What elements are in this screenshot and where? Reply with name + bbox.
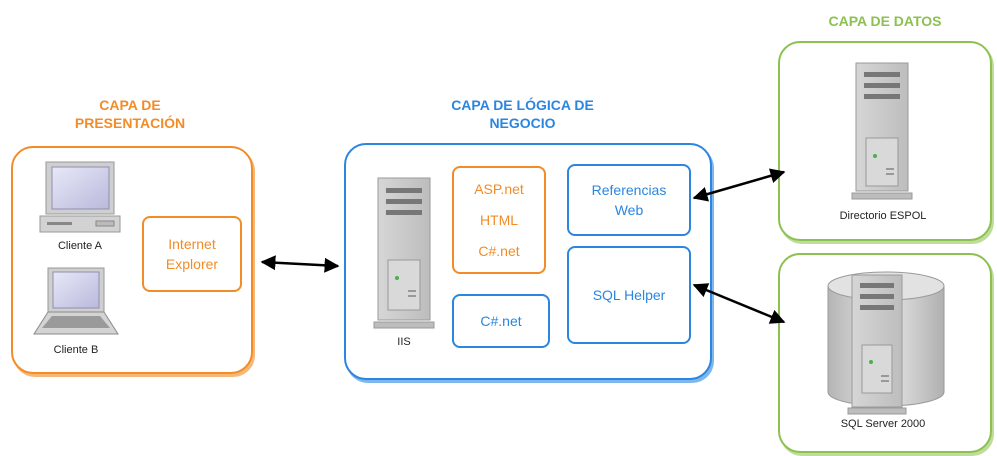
data-layer-title: CAPA DE DATOS <box>828 13 942 29</box>
desktop-computer-icon <box>39 161 121 233</box>
business-title-line1: CAPA DE LÓGICA DE <box>451 97 594 113</box>
directory-server-icon <box>851 62 913 200</box>
tech-stack-box: ASP.net HTML C#.net <box>452 166 546 274</box>
tech-item-csharp: C#.net <box>478 242 520 259</box>
business-layer-title: CAPA DE LÓGICA DE NEGOCIO <box>400 96 645 132</box>
directory-espol-label: Directorio ESPOL <box>839 210 927 222</box>
tech-item-html: HTML <box>479 211 519 228</box>
csharp-label: C#.net <box>480 313 522 329</box>
iis-server-icon <box>373 177 435 329</box>
tech-item-aspnet: ASP.net <box>474 181 524 198</box>
presentation-business-arrow <box>260 255 340 273</box>
business-title-line2: NEGOCIO <box>489 115 556 131</box>
web-references-line2: Web <box>614 202 644 218</box>
sqlhelper-database-arrow <box>692 283 786 324</box>
client-b-label: Cliente B <box>53 344 99 356</box>
presentation-layer-title: CAPA DE PRESENTACIÓN <box>60 96 200 132</box>
iis-label: IIS <box>397 336 411 348</box>
csharp-box: C#.net <box>452 294 550 348</box>
sql-helper-label: SQL Helper <box>592 287 666 303</box>
web-references-line1: Referencias <box>591 182 667 198</box>
sql-server-label: SQL Server 2000 <box>840 418 926 430</box>
browser-label-line2: Explorer <box>165 256 219 272</box>
internet-explorer-box: Internet Explorer <box>142 216 242 292</box>
sqlserver-tower-icon <box>847 274 907 415</box>
refs-directory-arrow <box>692 168 786 202</box>
presentation-title-line2: PRESENTACIÓN <box>74 115 186 131</box>
web-references-box: Referencias Web <box>567 164 691 236</box>
laptop-icon <box>33 267 119 335</box>
sql-helper-box: SQL Helper <box>567 246 691 344</box>
browser-label-line1: Internet <box>168 236 216 252</box>
client-a-label: Cliente A <box>57 240 103 252</box>
presentation-title-line1: CAPA DE <box>99 97 161 113</box>
